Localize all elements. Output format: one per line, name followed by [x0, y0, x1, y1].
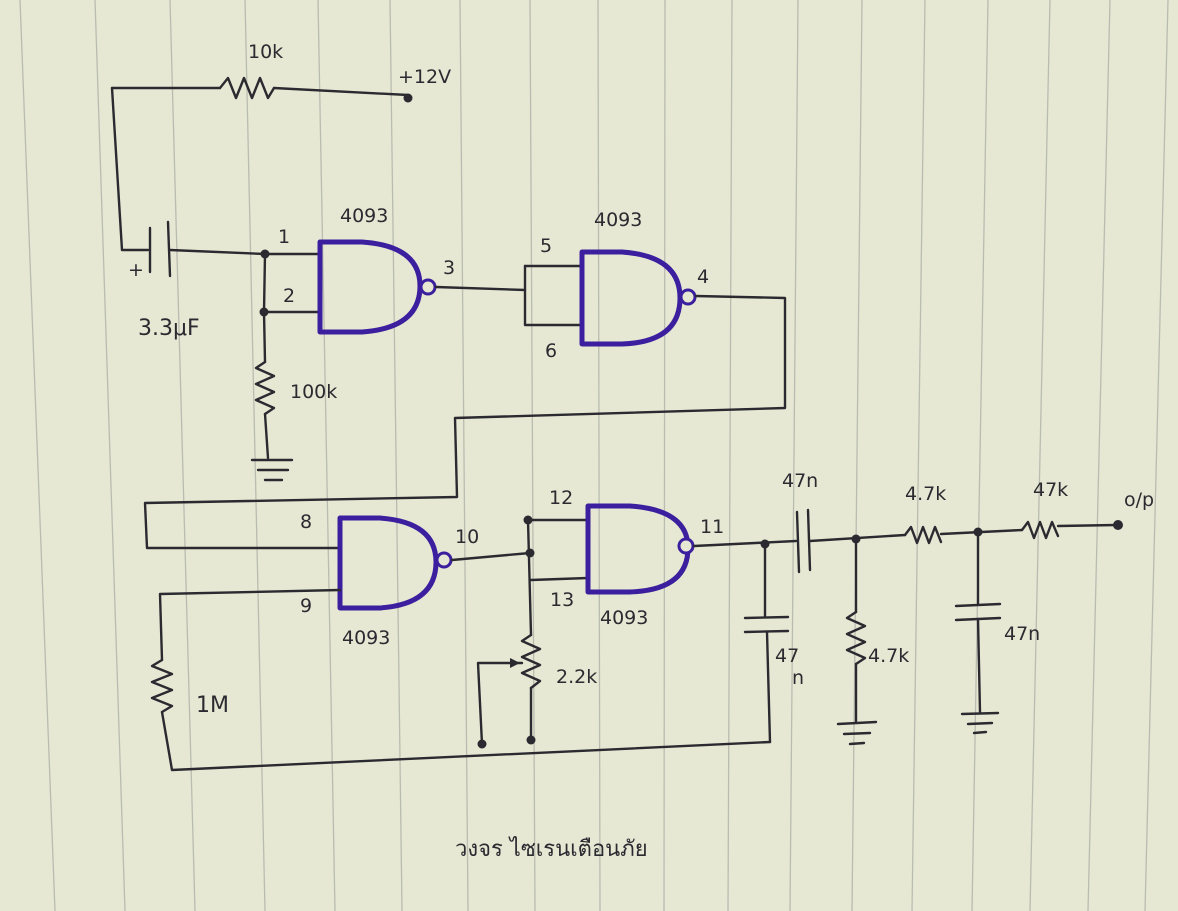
label-r-100k: 100k — [290, 381, 337, 403]
label-pin6: 6 — [545, 340, 557, 362]
resistor-4k7-series — [903, 525, 1024, 545]
node-pot-wiper — [477, 739, 487, 749]
gate4-output-bubble — [677, 537, 695, 555]
nand-gate-3 — [337, 515, 439, 611]
label-output: o/p — [1124, 489, 1154, 511]
label-gate1-ic: 4093 — [340, 205, 388, 227]
label-pin8: 8 — [300, 511, 312, 533]
gate1-output-bubble — [419, 278, 437, 296]
wire-pin4-to-pin8 — [143, 294, 787, 550]
label-r-4k7-series: 4.7k — [905, 483, 946, 505]
wire-pin11 — [692, 539, 798, 548]
label-pin2: 2 — [283, 285, 295, 307]
page-rulings — [19, 0, 1169, 911]
nand-gate-4 — [585, 503, 691, 595]
label-pin3: 3 — [443, 257, 455, 279]
potentiometer-2k2 — [476, 633, 542, 746]
output-terminal — [1113, 520, 1123, 530]
wire-pin3-to-pin5 — [434, 285, 527, 292]
node-pot-end — [526, 735, 536, 745]
wire-inputs-bridge — [526, 518, 533, 637]
gate2-output-bubble — [679, 288, 697, 306]
label-cap-3u3: 3.3μF — [138, 316, 200, 341]
label-pot-2k2: 2.2k — [556, 666, 597, 688]
label-gate3-ic: 4093 — [342, 627, 390, 649]
supply-terminal — [403, 93, 413, 103]
label-c-47n-series: 47n — [782, 470, 818, 492]
label-r-4k7-shunt: 4.7k — [868, 645, 909, 667]
gate3-output-bubble — [435, 551, 453, 569]
nand-gate-1 — [317, 239, 423, 335]
label-r-47k-series: 47k — [1033, 479, 1068, 501]
capacitor-47n-shunt — [743, 542, 790, 744]
resistor-100k — [250, 310, 294, 482]
label-pin12: 12 — [549, 487, 573, 509]
label-pin9: 9 — [300, 595, 312, 617]
label-c-47-shunt: 47 — [775, 645, 799, 667]
label-pin4: 4 — [697, 266, 709, 288]
wire-pin10-to-pin12 — [450, 551, 532, 562]
label-pin13: 13 — [550, 589, 574, 611]
label-supply: +12V — [398, 66, 451, 88]
capacitor-47n-filter — [954, 530, 1002, 735]
diagram-caption: วงจร ไซเรนเตือนภัย — [455, 836, 648, 862]
capacitor-47n-series — [795, 508, 907, 574]
label-gate2-ic: 4093 — [594, 209, 642, 231]
label-gate4-ic: 4093 — [600, 607, 648, 629]
resistor-1m — [150, 658, 772, 772]
capacitor-3u3 — [148, 220, 267, 278]
label-r-1m: 1M — [196, 693, 229, 718]
label-pin1: 1 — [278, 226, 290, 248]
label-c-47-shunt-unit: n — [792, 667, 804, 689]
wire-pin9 — [158, 588, 342, 662]
label-r-10k: 10k — [248, 41, 283, 63]
label-pin11: 11 — [700, 516, 724, 538]
wire-pin13 — [529, 576, 590, 582]
resistor-4k7-shunt — [836, 537, 878, 746]
label-c-47n-filter: 47n — [1004, 623, 1040, 645]
wire-pin5-pin6-bridge — [523, 264, 584, 327]
label-pin10: 10 — [455, 526, 479, 548]
label-pin5: 5 — [540, 235, 552, 257]
label-cap-plus: + — [128, 259, 144, 281]
wire-pin1-pin2-bridge — [262, 252, 267, 314]
wire-rc-left — [110, 86, 150, 252]
resistor-47k-series — [1020, 520, 1118, 540]
resistor-10k — [110, 76, 410, 100]
